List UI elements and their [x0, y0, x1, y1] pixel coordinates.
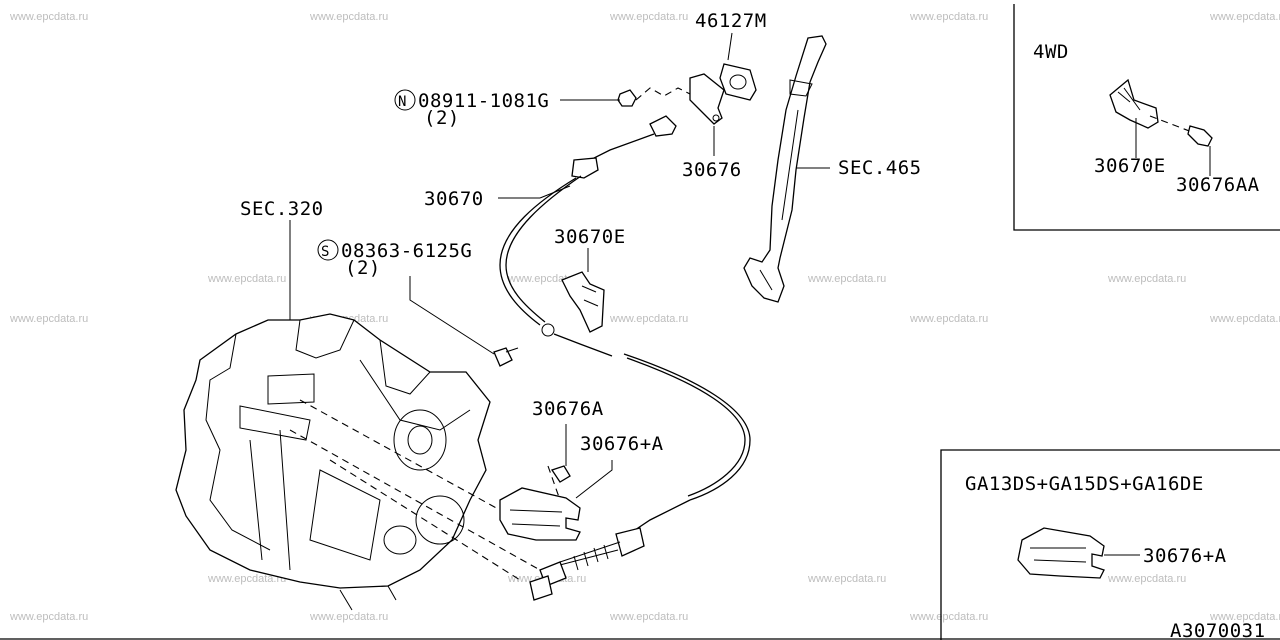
watermark-text: www.epcdata.ru: [909, 313, 988, 325]
transaxle-body: [175, 313, 491, 589]
watermark-text: www.epcdata.ru: [1107, 273, 1186, 285]
clamp-4wd-part: [1109, 78, 1159, 129]
inset-4wd-bolt-label: 30676AA: [1176, 174, 1260, 196]
watermark-text: www.epcdata.ru: [609, 11, 688, 23]
clutch-pedal: SEC.465: [743, 35, 922, 303]
watermark-text: www.epcdata.ru: [9, 11, 88, 23]
watermark-text: www.epcdata.ru: [9, 313, 88, 325]
watermark-text: www.epcdata.ru: [309, 11, 388, 23]
nut-part: [617, 89, 637, 107]
nut-label: 08911-1081G: [418, 90, 549, 112]
watermark-text: www.epcdata.ru: [1209, 11, 1280, 23]
watermark-text: www.epcdata.ru: [609, 611, 688, 623]
gasket-label: 46127M: [695, 10, 767, 32]
watermark-text: www.epcdata.ru: [1209, 611, 1280, 623]
watermark-text: www.epcdata.ru: [1107, 573, 1186, 585]
bolt-4wd-part: [1187, 125, 1213, 147]
bolt-label: 30676A: [532, 398, 604, 420]
bracket-label: 30676: [682, 159, 742, 181]
cable-end-top: [649, 115, 677, 137]
inset-engine: GA13DS+GA15DS+GA16DE 30676+A: [940, 449, 1280, 640]
screw-part: [493, 347, 513, 367]
lever-bracket-assembly: 30676A 30676+A: [499, 398, 664, 541]
bracket-part: [689, 73, 725, 125]
gasket-part: [719, 63, 757, 101]
transaxle-sec-label: SEC.320: [240, 198, 324, 220]
watermark-text: www.epcdata.ru: [1209, 313, 1280, 325]
bolt-part: [550, 465, 571, 483]
watermark-text: www.epcdata.ru: [909, 611, 988, 623]
inset-engine-bracket-part: [1017, 527, 1105, 579]
transaxle: SEC.320: [175, 198, 541, 611]
pedal-bracket-assembly: 46127M 30676 N 08911-1081G (2): [394, 10, 767, 181]
inset-4wd-clamp-label: 30670E: [1094, 155, 1166, 177]
watermark-text: www.epcdata.ru: [609, 313, 688, 325]
cable-label: 30670: [424, 188, 484, 210]
watermark-text: www.epcdata.ru: [807, 273, 886, 285]
nut-code: N: [398, 94, 407, 110]
screw-assembly: S 08363-6125G (2): [317, 239, 519, 367]
inset-4wd-title: 4WD: [1033, 41, 1069, 63]
screw-qty: (2): [345, 257, 381, 279]
screw-code: S: [321, 244, 330, 260]
watermark-text: www.epcdata.ru: [207, 573, 286, 585]
inset-4wd: 4WD 30670E 30676AA: [1013, 4, 1280, 231]
pedal-arm-part: [743, 35, 827, 303]
watermark-text: www.epcdata.ru: [309, 611, 388, 623]
nut-qty: (2): [424, 107, 460, 129]
watermark-layer: www.epcdata.ru www.epcdata.ru www.epcdata.…: [9, 11, 1280, 623]
cable-clamp: 30670E: [554, 226, 626, 333]
screw-label: 08363-6125G: [341, 240, 472, 262]
lever-bracket-label: 30676+A: [580, 433, 664, 455]
lever-bracket-part: [499, 487, 581, 541]
watermark-text: www.epcdata.ru: [807, 573, 886, 585]
watermark-text: www.epcdata.ru: [909, 11, 988, 23]
diagram-id: A3070031: [1170, 620, 1266, 640]
clamp-part: [561, 271, 605, 333]
watermark-text: www.epcdata.ru: [207, 273, 286, 285]
clamp-label: 30670E: [554, 226, 626, 248]
inset-engine-bracket-label: 30676+A: [1143, 545, 1227, 567]
watermark-text: www.epcdata.ru: [9, 611, 88, 623]
pedal-sec-label: SEC.465: [838, 157, 922, 179]
inset-engine-title: GA13DS+GA15DS+GA16DE: [965, 473, 1204, 495]
clutch-cable: 30670: [424, 115, 751, 601]
